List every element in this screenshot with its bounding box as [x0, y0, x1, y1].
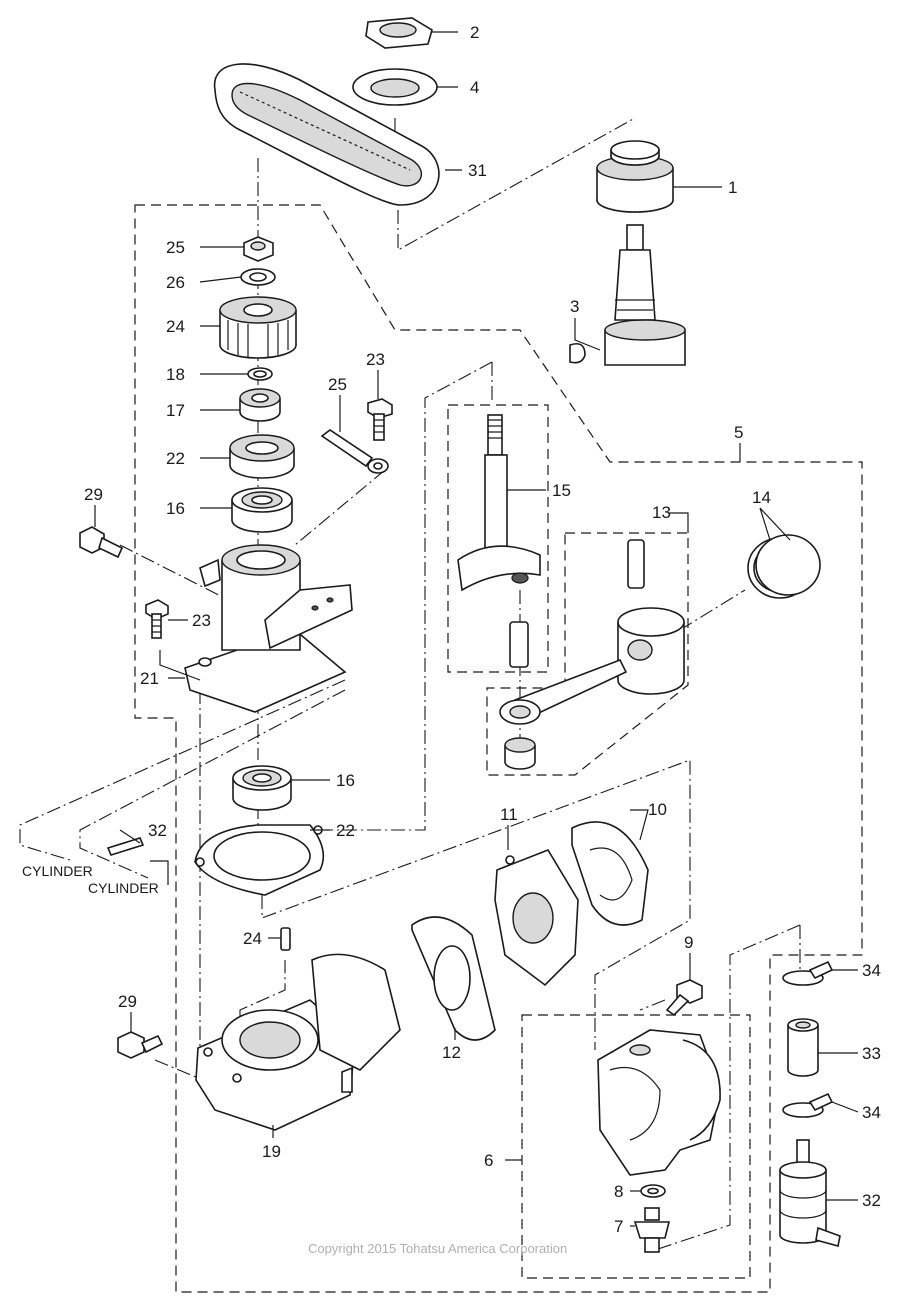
belt-to-flywheel-line	[397, 117, 636, 251]
callout-5: 3	[570, 297, 579, 316]
callout-12: 16	[166, 499, 185, 518]
clamp-part-34-upper	[782, 960, 834, 986]
pump-bolt-line	[639, 999, 666, 1011]
pulley-part-26	[219, 296, 297, 359]
callout-34: 7	[614, 1217, 623, 1236]
housing-part-19	[195, 953, 401, 1131]
callout-26: 11	[500, 805, 518, 824]
callout-36: 33	[862, 1044, 881, 1063]
piston-part-13	[499, 539, 685, 770]
callout-11: 22	[166, 449, 185, 468]
callout-38: 32	[862, 1191, 881, 1210]
callout-23: 22	[336, 821, 355, 840]
bearing-part-16-lower	[232, 765, 292, 811]
callout-31: 9	[684, 933, 693, 952]
callout-9: 18	[166, 365, 185, 384]
assembly-lines	[19, 117, 801, 1251]
oring-part-18	[247, 367, 273, 381]
callout-21: 21	[140, 669, 159, 688]
collar-part-17	[239, 388, 281, 422]
callout-15: 5	[734, 423, 743, 442]
callout-1: 2	[470, 23, 479, 42]
nut-part-2	[365, 17, 433, 49]
callout-25: 24	[243, 929, 262, 948]
washer-part-28	[240, 268, 276, 286]
callout-10: 17	[166, 401, 185, 420]
plate-part-11	[494, 849, 579, 987]
callout-13: 23	[366, 350, 385, 369]
crank-to-gasket-line	[330, 361, 493, 831]
washer-part-8	[640, 1184, 666, 1198]
bolt-part-9	[665, 979, 703, 1017]
callout-37: 34	[862, 1103, 881, 1122]
cable-to-bracket-line	[294, 469, 386, 546]
callout-16: 15	[552, 481, 571, 500]
crankshaft-end	[604, 224, 686, 366]
bolt-part-23-lower	[145, 599, 169, 639]
hub-part-1	[596, 140, 674, 213]
gasket-to-pump-line	[261, 759, 691, 1050]
callout-2: 4	[470, 78, 479, 97]
cylinder-line-1	[19, 679, 346, 861]
dowel-line	[239, 960, 286, 1040]
crankshaft-part-15	[457, 414, 541, 668]
gasket-part-10	[571, 821, 649, 926]
pump-housing-part-6	[597, 1029, 721, 1176]
bracket-part-20	[184, 544, 353, 713]
callout-30: 19	[262, 1142, 281, 1161]
bearing-part-16-upper	[231, 487, 293, 533]
callout-27: 10	[648, 800, 667, 819]
strainer-part-32	[779, 1139, 841, 1247]
callout-35: 34	[862, 961, 881, 980]
gasket-part-21	[194, 824, 325, 896]
cylinder-line-2	[79, 689, 346, 879]
callout-28: 12	[442, 1043, 461, 1062]
gasket-part-12	[411, 916, 496, 1041]
callout-32: 6	[484, 1151, 493, 1170]
timing-belt-part-31	[213, 63, 440, 206]
nut-part-27	[243, 236, 274, 262]
piston-ring-line	[679, 589, 746, 631]
callout-7: 26	[166, 273, 185, 292]
hose-part-33	[787, 1018, 819, 1077]
clamp-part-34-lower	[782, 1092, 834, 1118]
callout-labels: 2 4 31 1 3 25 26 24 18 17 22 16 23 25 5 …	[84, 23, 881, 1236]
hose-line	[654, 924, 801, 1251]
callout-22: 16	[336, 771, 355, 790]
callout-3: 31	[468, 161, 487, 180]
seal-part-22	[229, 434, 295, 479]
bolt-part-29-upper	[79, 526, 124, 559]
fitting-part-7	[633, 1207, 671, 1253]
callout-18: 14	[752, 488, 771, 507]
copyright-notice: Copyright 2015 Tohatsu America Corporati…	[308, 1241, 567, 1256]
callout-20: 23	[192, 611, 211, 630]
pin-part-24	[280, 927, 291, 951]
callout-19: 29	[84, 485, 103, 504]
crankshaft-group-box	[447, 404, 549, 673]
cylinder-label-2: CYLINDER	[88, 880, 159, 896]
callout-14: 25	[328, 375, 347, 394]
callout-24: 32	[148, 821, 167, 840]
bolt-part-29-lower	[117, 1031, 164, 1059]
cable-part-25	[320, 429, 389, 474]
callout-33: 8	[614, 1182, 623, 1201]
callout-4: 1	[728, 178, 737, 197]
outer-assembly-outline	[134, 204, 863, 1293]
piston-rings-part-14	[747, 534, 821, 599]
callout-6: 25	[166, 238, 185, 257]
dowel-pin-part-30	[106, 837, 145, 856]
washer-part-4	[352, 68, 438, 106]
key-part-3	[569, 342, 586, 364]
cylinder-label-1: CYLINDER	[22, 863, 93, 879]
callout-17: 13	[652, 503, 671, 522]
callout-8: 24	[166, 317, 185, 336]
leader-lines	[94, 31, 859, 1227]
callout-29: 29	[118, 992, 137, 1011]
assembly-boundaries	[134, 204, 863, 1293]
bolt-part-23-upper	[367, 398, 393, 441]
